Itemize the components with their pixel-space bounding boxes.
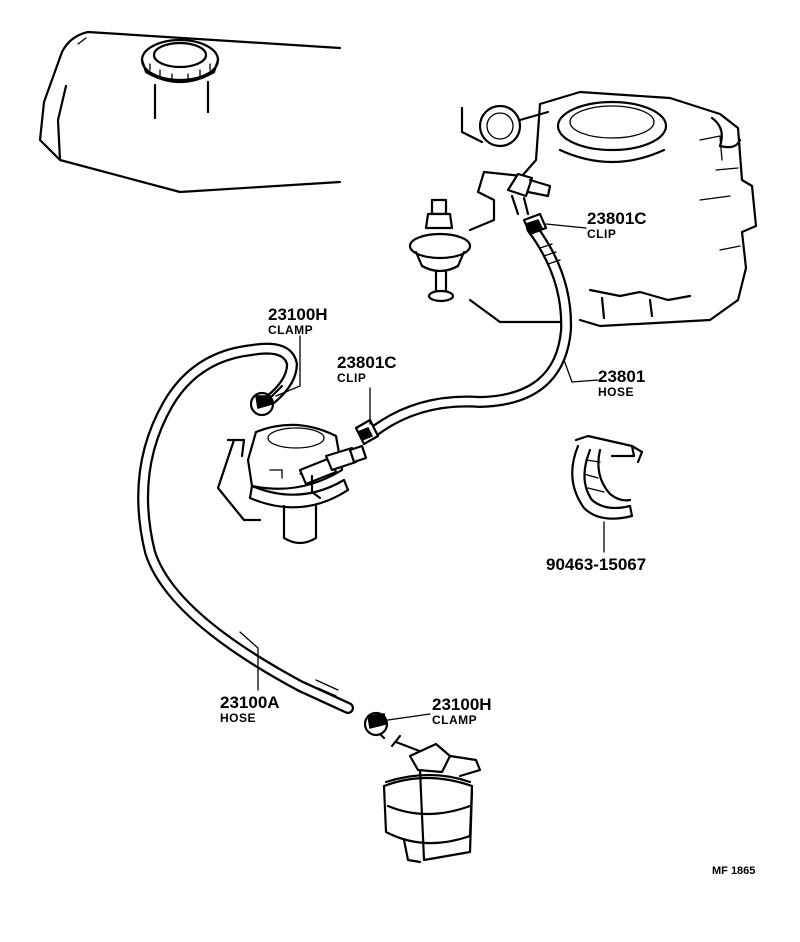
label-hose-left: 23100A HOSE (220, 693, 280, 725)
label-clip-top: 23801C CLIP (587, 209, 647, 241)
fuel-filler-cap (140, 38, 220, 120)
label-hose-left-part-no: 23100A (220, 693, 280, 712)
hose-bracket (571, 434, 644, 520)
label-clip-top-name: CLIP (587, 227, 616, 241)
figure-reference: MF 1865 (712, 865, 755, 877)
label-clamp-top-part-no: 23100H (268, 305, 328, 324)
clip-mid-icon (354, 418, 380, 446)
clip-top-icon (522, 212, 548, 236)
hose-23100a (137, 342, 354, 714)
label-clamp-bottom-part-no: 23100H (432, 695, 492, 714)
fuel-pump (216, 423, 368, 545)
clamp-bottom-icon (363, 711, 389, 740)
label-clamp-top-name: CLAMP (268, 323, 313, 337)
label-clamp-bottom: 23100H CLAMP (432, 695, 492, 727)
label-clamp-top: 23100H CLAMP (268, 305, 328, 337)
fuel-filter (382, 734, 482, 864)
label-clip-top-part-no: 23801C (587, 209, 647, 228)
fuel-cut-valve (408, 198, 472, 303)
label-hose-right-name: HOSE (598, 385, 634, 399)
label-hose-right: 23801 HOSE (598, 367, 645, 399)
clamp-top-icon (249, 384, 284, 417)
leader-lines (239, 223, 605, 721)
label-bracket: 90463-15067 (546, 555, 646, 574)
hose-23801 (370, 222, 573, 436)
label-clip-mid: 23801C CLIP (337, 353, 397, 385)
label-hose-left-name: HOSE (220, 711, 256, 725)
label-hose-right-part-no: 23801 (598, 367, 645, 386)
label-clip-mid-part-no: 23801C (337, 353, 397, 372)
carburetor (460, 90, 758, 328)
label-bracket-part-no: 90463-15067 (546, 555, 646, 574)
label-clip-mid-name: CLIP (337, 371, 366, 385)
fuel-tank (38, 30, 342, 194)
label-clamp-bottom-name: CLAMP (432, 713, 477, 727)
